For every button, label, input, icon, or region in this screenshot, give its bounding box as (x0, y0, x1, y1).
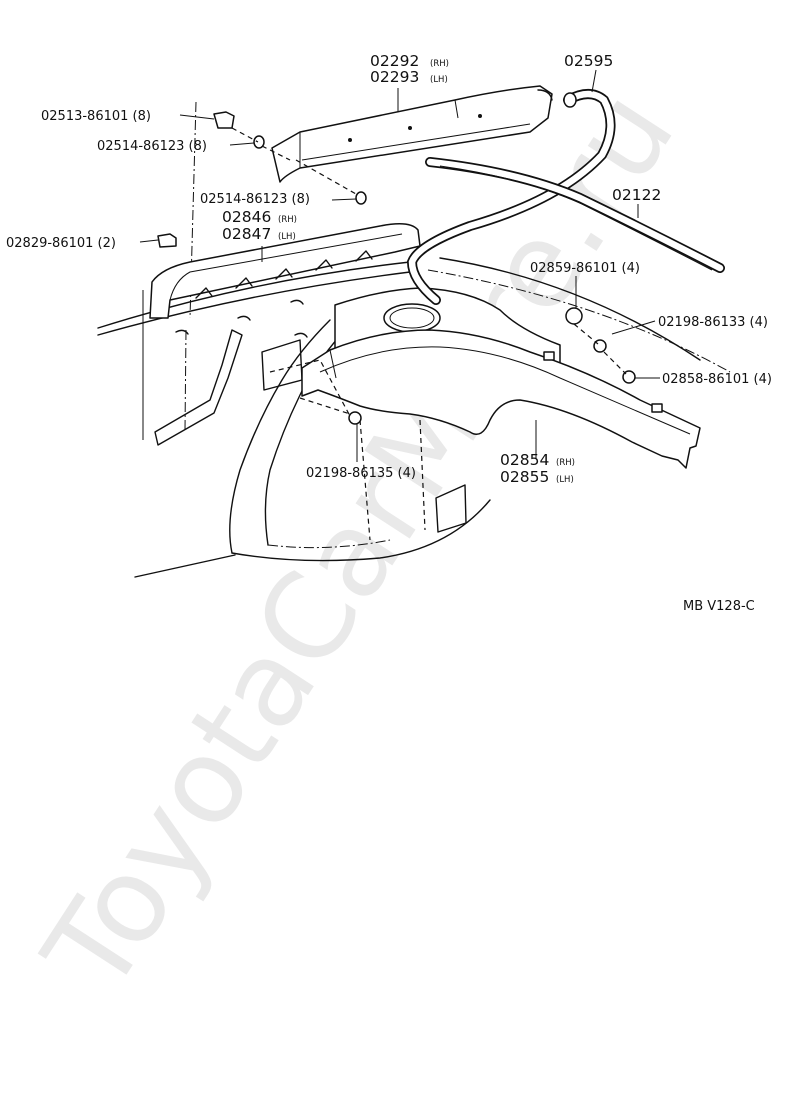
callout-02847: 02847 (LH) (222, 225, 296, 243)
part-code-02858: 02858-86101 (4) (662, 372, 772, 387)
part-code-02829: 02829-86101 (2) (6, 236, 116, 251)
callout-02854: 02854 (RH) (500, 451, 575, 469)
part-code-02293: 02293 (370, 68, 419, 86)
leader-lines (139, 69, 660, 462)
part-side-02854: (RH) (556, 458, 575, 468)
part-code-02514-a: 02514-86123 (8) (97, 139, 207, 154)
part-code-02854: 02854 (500, 451, 549, 469)
part-code-02198-86133: 02198-86133 (4) (658, 315, 768, 330)
callout-02855: 02855 (LH) (500, 468, 574, 486)
body-floor-structure (97, 101, 731, 578)
part-side-02292: (RH) (430, 59, 449, 69)
drain-hose (406, 89, 616, 305)
rear-shelf-panel (149, 223, 421, 319)
screw-02198-b (348, 411, 362, 425)
part-code-02859: 02859-86101 (4) (530, 261, 640, 276)
callout-02846: 02846 (RH) (222, 208, 297, 226)
part-code-02846: 02846 (222, 208, 271, 226)
part-code-02595: 02595 (564, 52, 613, 70)
part-side-02847: (LH) (278, 232, 296, 242)
clip-02513 (213, 111, 235, 129)
callout-02293: 02293 (LH) (370, 68, 448, 86)
part-code-02514-b: 02514-86123 (8) (200, 192, 310, 207)
diagram-code: MB V128-C (683, 599, 755, 614)
part-side-02846: (RH) (278, 215, 297, 225)
part-code-02855: 02855 (500, 468, 549, 486)
grommet-02514-a (253, 135, 265, 149)
part-code-02198-86135: 02198-86135 (4) (306, 466, 416, 481)
fasteners (157, 111, 636, 425)
callout-02292: 02292 (RH) (370, 52, 449, 70)
assembly-lines (231, 127, 627, 417)
part-side-02855: (LH) (556, 475, 574, 485)
upper-trim-panel (271, 85, 553, 183)
part-code-02513: 02513-86101 (8) (41, 109, 151, 124)
grommet-02514-b (355, 191, 367, 205)
clip-02829 (157, 233, 177, 248)
grommet-02859 (565, 307, 583, 325)
part-code-02847: 02847 (222, 225, 271, 243)
weatherstrip (425, 157, 725, 273)
part-side-02293: (LH) (430, 75, 448, 85)
wheel-arch-cover (301, 329, 701, 469)
part-code-02292: 02292 (370, 52, 419, 70)
part-code-02122: 02122 (612, 186, 661, 204)
